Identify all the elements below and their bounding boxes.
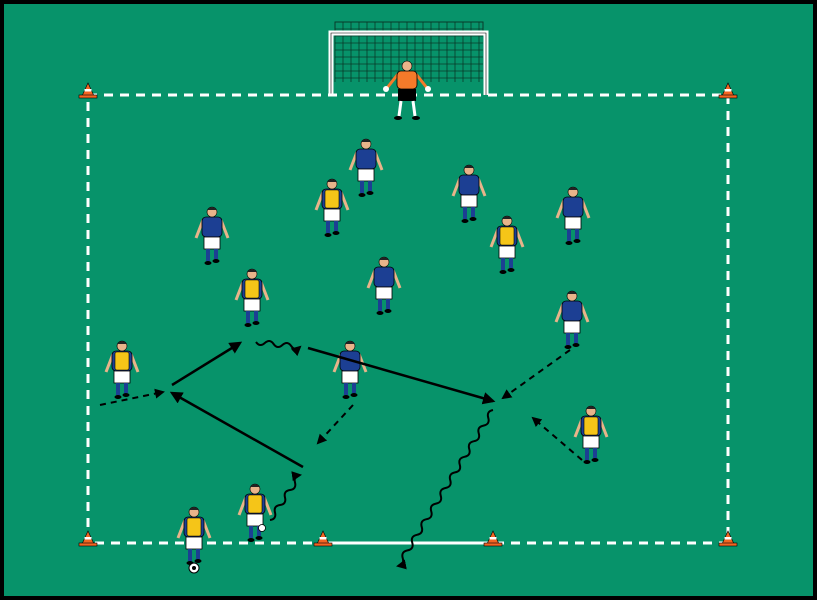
run-arrow bbox=[501, 349, 571, 400]
dribble-arrow bbox=[269, 471, 302, 521]
goalkeeper bbox=[383, 60, 431, 120]
pass-arrow bbox=[169, 391, 304, 469]
goal bbox=[328, 21, 489, 95]
pitch-surface bbox=[4, 4, 813, 596]
dribble-arrow bbox=[255, 340, 302, 357]
pass-arrow bbox=[307, 346, 496, 405]
run-arrow bbox=[316, 404, 354, 445]
ball-icon bbox=[188, 562, 200, 574]
ball-icon bbox=[258, 524, 266, 532]
dribble-arrow bbox=[396, 409, 494, 570]
pass-arrow bbox=[171, 341, 243, 387]
